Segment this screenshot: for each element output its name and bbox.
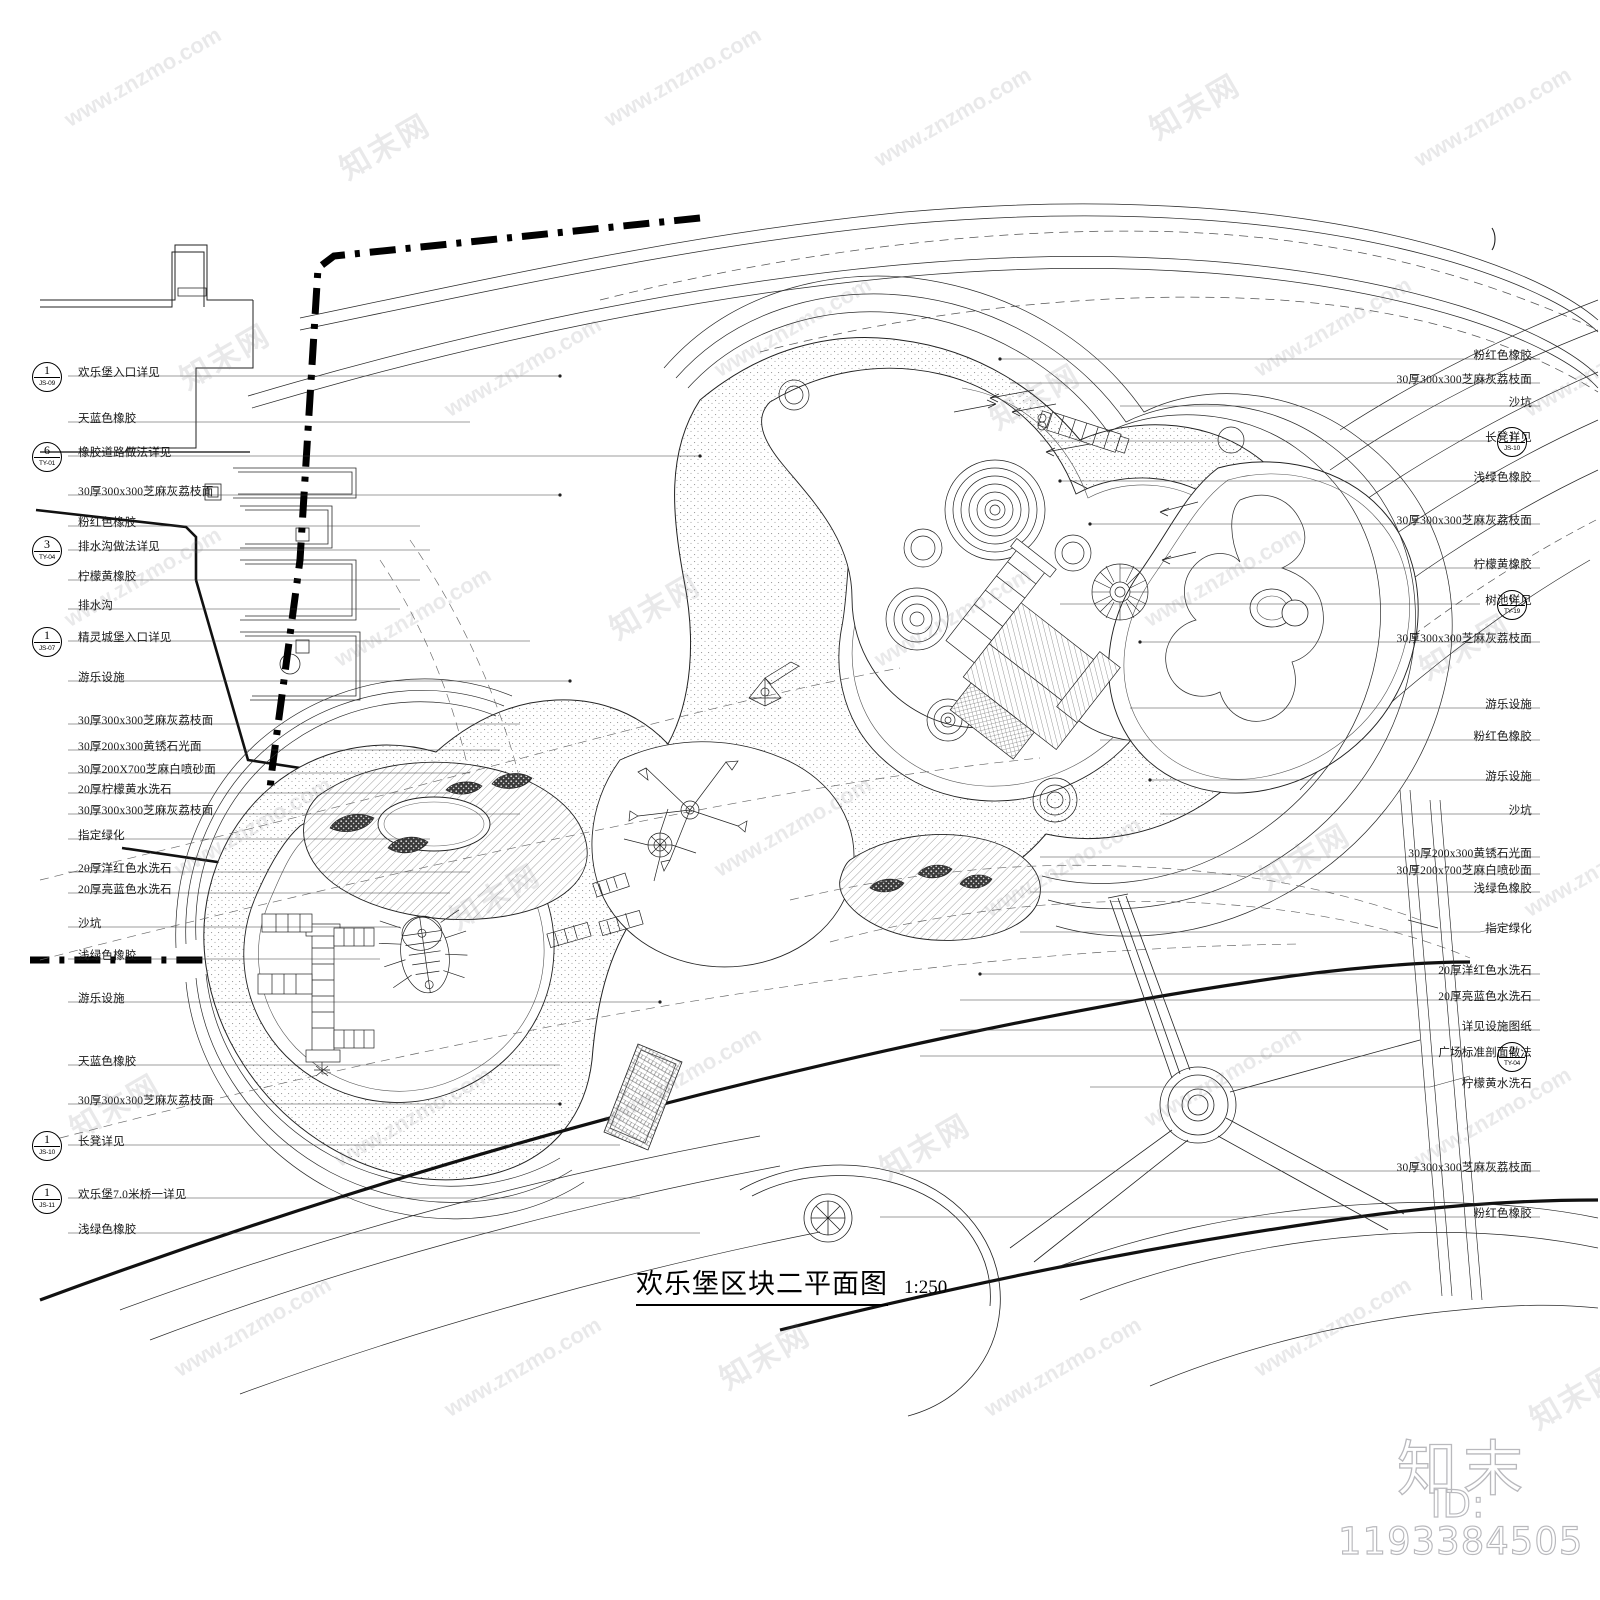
detail-bubble-divider — [34, 1146, 60, 1147]
annotation-label: 游乐设施 — [1485, 771, 1532, 783]
detail-bubble-number: 6 — [44, 443, 50, 457]
annotation-label: 20厚洋红色水洗石 — [1438, 965, 1532, 977]
annotation-label: 排水沟 — [78, 600, 114, 612]
detail-bubble-number: 1 — [44, 628, 50, 642]
annotation-label: 浅绿色橡胶 — [1473, 883, 1532, 895]
annotation-label: 游乐设施 — [78, 993, 125, 1005]
detail-bubble-divider — [34, 551, 60, 552]
detail-bubble-divider — [34, 1199, 60, 1200]
detail-bubble-divider — [1499, 442, 1525, 443]
detail-bubble-number: 2 — [1509, 1043, 1515, 1057]
annotation-label: 欢乐堡入口详见 — [78, 367, 160, 379]
annotation-label: 广场标准剖面做法 — [1438, 1047, 1532, 1059]
document-id: ID: 1193384505 — [1337, 1483, 1584, 1563]
detail-bubble-divider — [34, 457, 60, 458]
detail-bubble-number: 1 — [44, 363, 50, 377]
annotation-label: 排水沟做法详见 — [78, 541, 160, 553]
detail-bubble-divider — [1499, 1057, 1525, 1058]
annotation-label: 天蓝色橡胶 — [78, 413, 137, 425]
detail-bubble-divider — [34, 377, 60, 378]
annotation-label: 浅绿色橡胶 — [78, 950, 137, 962]
annotation-label: 沙坑 — [78, 918, 102, 930]
annotation-label: 30厚300x300芝麻灰荔枝面 — [78, 805, 214, 817]
detail-bubble-divider — [1499, 605, 1525, 606]
annotation-label: 天蓝色橡胶 — [78, 1056, 137, 1068]
annotation-label: 30厚300x300芝麻灰荔枝面 — [78, 486, 214, 498]
detail-bubble-sheet-code: JS-10 — [1504, 445, 1520, 452]
annotation-label: 橡胶道路做法详见 — [78, 447, 172, 459]
page-title: 欢乐堡区块二平面图 — [636, 1262, 888, 1306]
detail-bubble-sheet-code: JS-10 — [39, 1149, 55, 1156]
detail-bubble-number: 1 — [44, 1132, 50, 1146]
annotation-label: 30厚200x300黄锈石光面 — [78, 741, 202, 753]
annotation-label: 粉红色橡胶 — [1473, 1208, 1532, 1220]
detail-bubble-number: 6 — [1509, 591, 1515, 605]
annotation-label: 30厚300x300芝麻灰荔枝面 — [1396, 374, 1532, 386]
detail-bubble-number: 3 — [44, 537, 50, 551]
annotation-label: 浅绿色橡胶 — [78, 1224, 137, 1236]
annotation-label: 20厚亮蓝色水洗石 — [78, 884, 172, 896]
annotation-label: 沙坑 — [1508, 397, 1532, 409]
annotation-label: 柠檬黄水洗石 — [1461, 1078, 1532, 1090]
annotation-label: 柠檬黄橡胶 — [1473, 559, 1532, 571]
annotation-label: 20厚柠檬黄水洗石 — [78, 784, 172, 796]
annotation-label: 30厚200x700芝麻白喷砂面 — [1396, 865, 1532, 877]
detail-bubble-sheet-code: TY-04 — [1503, 1060, 1521, 1067]
annotation-label: 长凳详见 — [78, 1136, 125, 1148]
annotation-label: 详见设施图纸 — [1461, 1021, 1532, 1033]
detail-bubble-divider — [34, 642, 60, 643]
detail-bubble-sheet-code: TY-04 — [38, 554, 56, 561]
annotation-label: 欢乐堡7.0米桥一详见 — [78, 1189, 187, 1201]
annotation-label: 浅绿色橡胶 — [1473, 472, 1532, 484]
detail-bubble-sheet-code: JS-11 — [39, 1202, 55, 1209]
detail-bubble-sheet-code: TY-01 — [38, 460, 56, 467]
annotation-label: 30厚300x300芝麻灰荔枝面 — [1396, 515, 1532, 527]
annotation-label: 20厚亮蓝色水洗石 — [1438, 991, 1532, 1003]
annotation-label: 30厚200X700芝麻白喷砂面 — [78, 764, 217, 776]
annotation-label: 30厚300x300芝麻灰荔枝面 — [78, 715, 214, 727]
annotation-label: 30厚300x300芝麻灰荔枝面 — [78, 1095, 214, 1107]
annotation-label: 粉红色橡胶 — [1473, 731, 1532, 743]
detail-bubble-sheet-code: TY-19 — [1503, 608, 1521, 615]
drawing-scale: 1:250 — [904, 1277, 948, 1298]
annotation-label: 游乐设施 — [78, 672, 125, 684]
detail-bubble-sheet-code: JS-09 — [39, 380, 55, 387]
annotation-label: 精灵城堡入口详见 — [78, 632, 172, 644]
annotation-label: 沙坑 — [1508, 805, 1532, 817]
annotation-label: 指定绿化 — [1485, 923, 1532, 935]
annotation-label: 30厚300x300芝麻灰荔枝面 — [1396, 633, 1532, 645]
annotation-label: 游乐设施 — [1485, 699, 1532, 711]
annotation-label: 20厚洋红色水洗石 — [78, 863, 172, 875]
detail-bubble-number: 1 — [44, 1185, 50, 1199]
annotation-label: 柠檬黄橡胶 — [78, 571, 137, 583]
annotation-label: 30厚300x300芝麻灰荔枝面 — [1396, 1162, 1532, 1174]
brand-logo: 知末 — [1396, 1435, 1529, 1505]
detail-bubble-number: 1 — [1509, 428, 1515, 442]
annotation-label: 30厚200x300黄锈石光面 — [1408, 848, 1532, 860]
annotation-label: 粉红色橡胶 — [78, 517, 137, 529]
annotation-label: 粉红色橡胶 — [1473, 350, 1532, 362]
detail-bubble-sheet-code: JS-07 — [39, 645, 55, 652]
annotation-label: 指定绿化 — [78, 830, 125, 842]
title-block: 欢乐堡区块二平面图 1:250 — [636, 1262, 947, 1306]
